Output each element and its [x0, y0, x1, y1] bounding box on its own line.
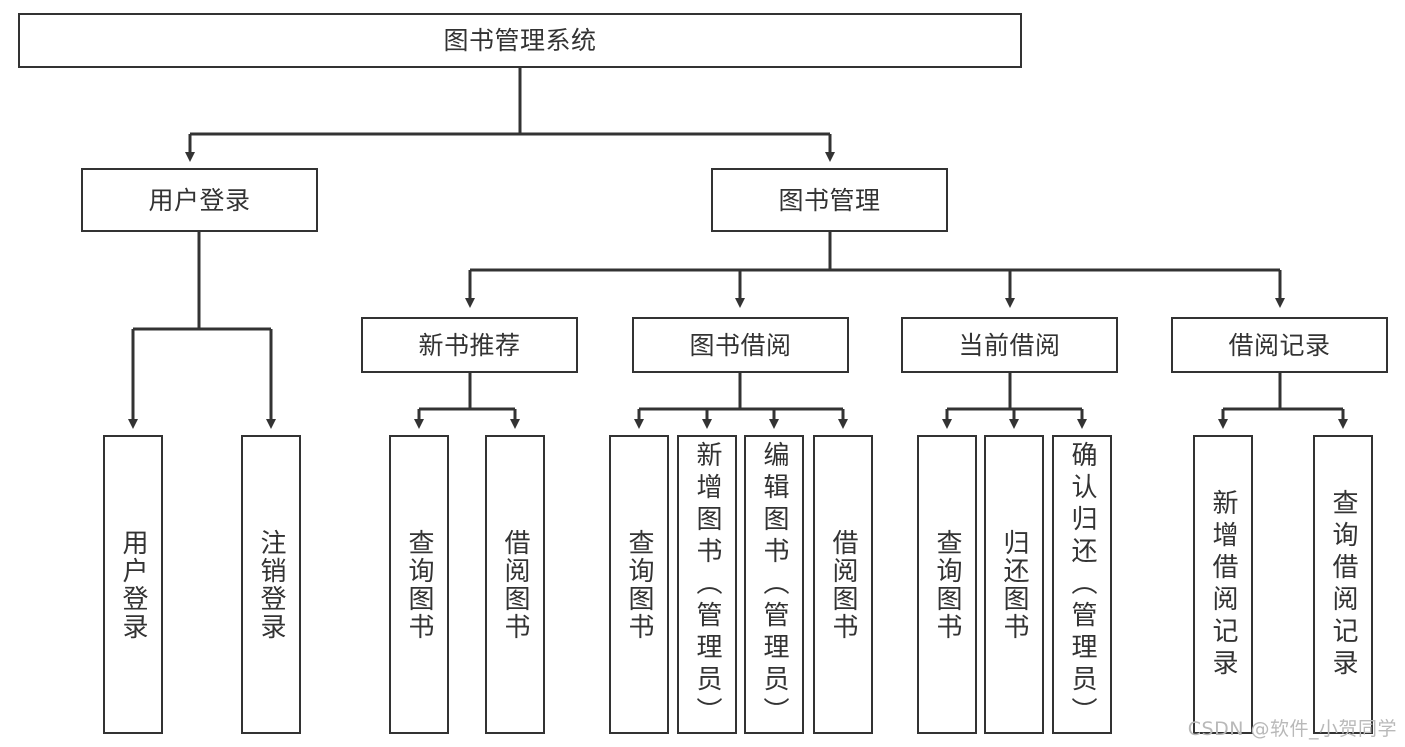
leaf-user-login[interactable]: 用户登录 — [103, 435, 163, 734]
leaf-confirm-return-admin[interactable]: 确认归还（管理员） — [1052, 435, 1112, 734]
leaf-borrow-book-label: 借阅图书 — [828, 528, 858, 641]
leaf-query-book-borrow[interactable]: 查询图书 — [609, 435, 669, 734]
leaf-query-book-borrow-label: 查询图书 — [624, 528, 654, 641]
leaf-query-book-current-label: 查询图书 — [932, 528, 962, 641]
leaf-confirm-return-admin-label: 确认归还（管理员） — [1067, 440, 1097, 729]
node-book-borrow-label: 图书借阅 — [689, 330, 792, 360]
node-user-login-label: 用户登录 — [148, 185, 251, 215]
leaf-return-book[interactable]: 归还图书 — [984, 435, 1044, 734]
node-root[interactable]: 图书管理系统 — [18, 13, 1022, 68]
leaf-borrow-book-new[interactable]: 借阅图书 — [485, 435, 545, 734]
leaf-query-borrow-record[interactable]: 查询借阅记录 — [1313, 435, 1373, 734]
leaf-edit-book-admin-label: 编辑图书（管理员） — [759, 440, 789, 729]
node-borrow-record-label: 借阅记录 — [1228, 330, 1331, 360]
leaf-borrow-book[interactable]: 借阅图书 — [813, 435, 873, 734]
leaf-add-borrow-record[interactable]: 新增借阅记录 — [1193, 435, 1253, 734]
node-current-borrow[interactable]: 当前借阅 — [901, 317, 1118, 373]
node-book-management[interactable]: 图书管理 — [711, 168, 948, 232]
leaf-logout[interactable]: 注销登录 — [241, 435, 301, 734]
node-current-borrow-label: 当前借阅 — [958, 330, 1061, 360]
leaf-borrow-book-new-label: 借阅图书 — [500, 528, 530, 641]
node-user-login[interactable]: 用户登录 — [81, 168, 318, 232]
node-root-label: 图书管理系统 — [443, 26, 597, 55]
leaf-add-borrow-record-label: 新增借阅记录 — [1208, 488, 1238, 681]
node-new-book-recommend-label: 新书推荐 — [418, 330, 521, 360]
node-book-management-label: 图书管理 — [778, 185, 881, 215]
leaf-add-book-admin-label: 新增图书（管理员） — [692, 440, 722, 729]
node-book-borrow[interactable]: 图书借阅 — [632, 317, 849, 373]
leaf-add-book-admin[interactable]: 新增图书（管理员） — [677, 435, 737, 734]
leaf-logout-label: 注销登录 — [256, 528, 286, 641]
leaf-user-login-label: 用户登录 — [118, 528, 148, 641]
leaf-return-book-label: 归还图书 — [999, 528, 1029, 641]
leaf-query-book-current[interactable]: 查询图书 — [917, 435, 977, 734]
leaf-query-borrow-record-label: 查询借阅记录 — [1328, 488, 1358, 681]
node-borrow-record[interactable]: 借阅记录 — [1171, 317, 1388, 373]
node-new-book-recommend[interactable]: 新书推荐 — [361, 317, 578, 373]
leaf-query-book-new[interactable]: 查询图书 — [389, 435, 449, 734]
leaf-edit-book-admin[interactable]: 编辑图书（管理员） — [744, 435, 804, 734]
watermark: CSDN @软件_小贺同学 — [1187, 718, 1397, 740]
leaf-query-book-new-label: 查询图书 — [404, 528, 434, 641]
